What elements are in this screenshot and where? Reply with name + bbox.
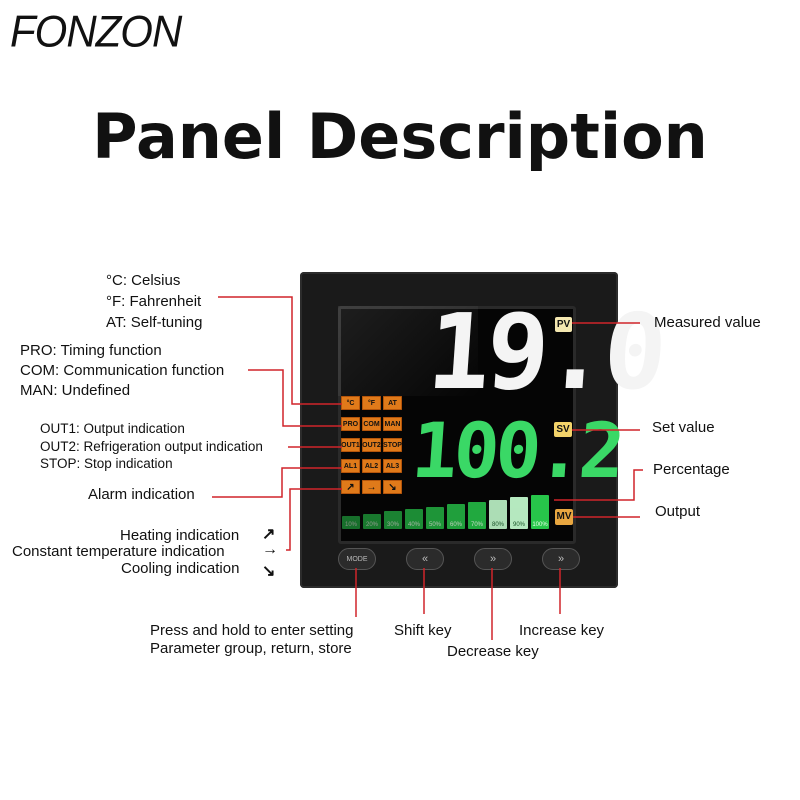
ind-celsius: °C <box>341 396 360 410</box>
label-constant: Constant temperature indication <box>12 543 225 560</box>
label-self-tuning: AT: Self-tuning <box>106 314 203 331</box>
label-heating: Heating indication <box>120 527 240 544</box>
percent-bar: 70% <box>468 502 486 529</box>
label-stop: STOP: Stop indication <box>40 456 173 471</box>
percent-bar: 80% <box>489 499 507 529</box>
ind-pro: PRO <box>341 417 360 431</box>
percent-bar: 90% <box>510 497 528 529</box>
label-alarm: Alarm indication <box>88 486 195 503</box>
heating-arrow-icon: ↗ <box>262 526 276 543</box>
sv-tag: SV <box>554 422 572 437</box>
label-fahrenheit: °F: Fahrenheit <box>106 293 202 310</box>
label-pro: PRO: Timing function <box>20 342 162 359</box>
percentage-bars: 10%20%30%40%50%60%70%80%90%100% <box>342 493 554 529</box>
label-decrease-key: Decrease key <box>447 643 539 660</box>
cooling-arrow-icon: ↘ <box>262 563 276 580</box>
percent-bar: 20% <box>363 513 381 529</box>
ind-cooling-icon: ↘ <box>383 480 402 494</box>
label-set-value: Set value <box>652 419 715 436</box>
percent-bar: 50% <box>426 506 444 529</box>
label-increase-key: Increase key <box>519 622 605 639</box>
ind-al1: AL1 <box>341 459 360 473</box>
pv-tag: PV <box>555 317 572 332</box>
percent-bar: 60% <box>447 504 465 529</box>
mv-tag: MV <box>555 509 573 525</box>
label-celsius: °C: Celsius <box>106 272 181 289</box>
percent-bar: 100% <box>531 495 549 529</box>
shift-key[interactable]: « <box>406 548 444 570</box>
label-man: MAN: Undefined <box>20 382 131 399</box>
increase-key[interactable]: » <box>542 548 580 570</box>
ind-at: AT <box>383 396 402 410</box>
label-mode-line2: Parameter group, return, store <box>150 640 352 657</box>
ind-fahrenheit: °F <box>362 396 381 410</box>
ind-al2: AL2 <box>362 459 381 473</box>
ind-out2: OUT2 <box>362 438 381 452</box>
label-mode-line1: Press and hold to enter setting <box>150 622 354 639</box>
ind-constant-icon: → <box>362 480 381 494</box>
ind-heating-icon: ↗ <box>341 480 360 494</box>
label-com: COM: Communication function <box>20 362 225 379</box>
label-output: Output <box>655 503 701 520</box>
percent-bar: 30% <box>384 511 402 529</box>
ind-al3: AL3 <box>383 459 402 473</box>
mode-key[interactable]: MODE <box>338 548 376 570</box>
label-out2: OUT2: Refrigeration output indication <box>40 439 263 454</box>
constant-arrow-icon: → <box>262 541 278 558</box>
label-cooling: Cooling indication <box>121 560 240 577</box>
percent-bar: 40% <box>405 509 423 529</box>
label-out1: OUT1: Output indication <box>40 421 185 436</box>
label-measured-value: Measured value <box>654 314 761 331</box>
percent-bar: 10% <box>342 516 360 529</box>
label-percentage: Percentage <box>653 461 730 478</box>
ind-stop: STOP <box>383 438 402 452</box>
ind-out1: OUT1 <box>341 438 360 452</box>
label-shift-key: Shift key <box>394 622 452 639</box>
decrease-key[interactable]: » <box>474 548 512 570</box>
brand-logo: FONZON <box>10 6 182 57</box>
screen-glare <box>338 306 478 396</box>
page-title: Panel Description <box>92 100 708 173</box>
indicator-grid: °C °F AT PRO COM MAN OUT1 OUT2 STOP AL1 … <box>341 396 402 494</box>
ind-man: MAN <box>383 417 402 431</box>
ind-com: COM <box>362 417 381 431</box>
